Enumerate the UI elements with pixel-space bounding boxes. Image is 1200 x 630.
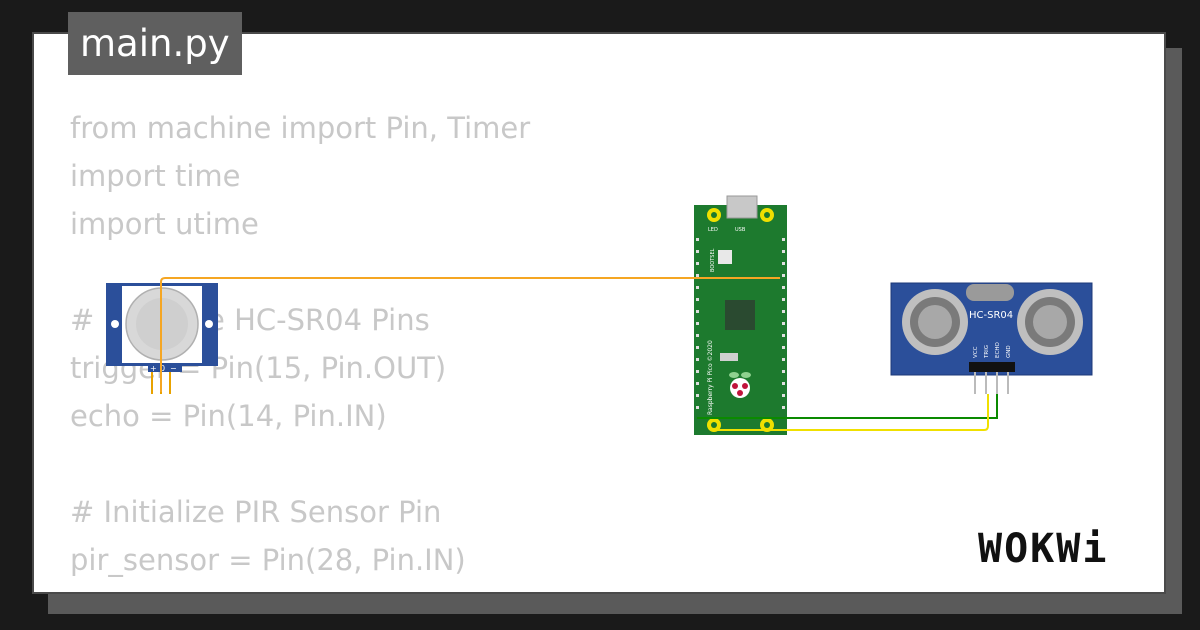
code-line: import time (70, 159, 241, 193)
bootsel-button[interactable] (718, 250, 732, 264)
hc-pin-label: VCC (973, 346, 979, 358)
code-line: import utime (70, 207, 259, 241)
hc-pin-label: ECHO (995, 342, 1001, 358)
green-wire[interactable] (697, 394, 998, 419)
hc-sr04-sensor[interactable]: HC-SR04 VCC TRIG ECHO GND (890, 282, 1093, 394)
usb-label: USB (735, 227, 746, 233)
orange-wire[interactable] (160, 277, 780, 392)
code-line: # Initialize PIR Sensor Pin (70, 495, 442, 529)
yellow-wire[interactable] (714, 394, 989, 431)
raspberry-logo-icon (729, 372, 751, 398)
hc-pin-label: TRIG (984, 345, 990, 359)
pir-pin-label: 0 (160, 364, 165, 373)
hc-pin-label: GND (1006, 345, 1012, 358)
rp2040-chip (725, 300, 755, 330)
code-line: from machine import Pin, Timer (70, 111, 531, 145)
file-tab[interactable]: main.py (68, 12, 242, 75)
bootsel-label: BOOTSEL (710, 248, 716, 272)
pir-pin-label: + (150, 364, 157, 373)
code-line: pir_sensor = Pin(28, Pin.IN) (70, 543, 466, 577)
led-label: LED (708, 227, 718, 233)
code-line: echo = Pin(14, Pin.IN) (70, 399, 387, 433)
wokwi-logo: WOKWi (978, 526, 1109, 572)
raspberry-pi-pico[interactable]: LED USB BOOTSEL Raspberry Pi Pico ©2020 (694, 195, 787, 435)
sensor-title: HC-SR04 (969, 310, 1013, 321)
usb-port (726, 195, 758, 219)
pir-pin-label: − (170, 364, 177, 373)
board-text: Raspberry Pi Pico ©2020 (707, 340, 714, 415)
crystal (966, 284, 1014, 301)
